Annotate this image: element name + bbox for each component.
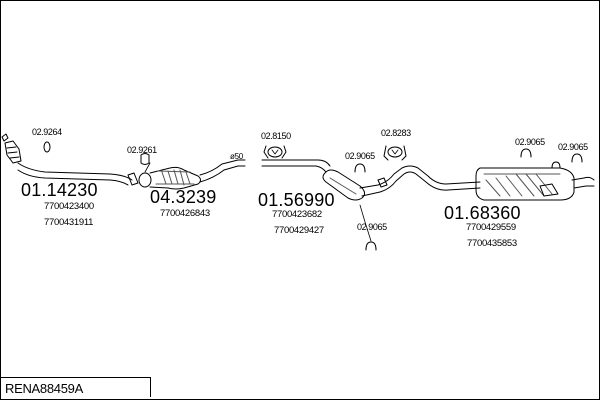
part-number-catalyst: 04.3239 [150, 187, 217, 207]
fitting-label: 02.8283 [381, 128, 411, 138]
fitting-label: 02.8150 [261, 131, 291, 141]
part-number-middle-section: 01.56990 [258, 190, 335, 210]
reference-number: 7700429427 [274, 225, 324, 236]
fitting-label: 02.9065 [515, 137, 545, 147]
reference-number: 7700423682 [272, 209, 322, 220]
reference-number: 7700431911 [44, 217, 94, 228]
clamp-icon [571, 153, 583, 163]
fitting-label: 02.9065 [558, 142, 588, 152]
mounting-bracket-icon [383, 145, 407, 161]
gasket-ring-icon [43, 141, 51, 153]
fitting-label: 02.9264 [32, 127, 62, 137]
middle-section-drawing [261, 159, 481, 201]
clamp-icon [520, 148, 532, 158]
title-box: RENA88459A [1, 377, 151, 397]
gasket-icon [140, 153, 150, 165]
diagram-title: RENA88459A [5, 381, 83, 396]
rubber-mount-icon [263, 145, 287, 159]
clamp-icon [365, 241, 377, 251]
front-pipe-drawing [1, 133, 139, 186]
clamp-icon [354, 163, 366, 173]
reference-number: 7700429559 [466, 222, 516, 233]
rear-silencer-drawing [475, 167, 595, 201]
reference-number: 7700423400 [44, 201, 94, 212]
part-number-rear-silencer: 01.68360 [444, 203, 521, 223]
catalytic-converter-drawing [138, 159, 246, 190]
reference-number: 7700426843 [160, 208, 210, 219]
fitting-label: 02.9261 [127, 145, 157, 155]
pipe-diameter-label: ø50 [230, 152, 243, 161]
fitting-label: 02.9065 [345, 151, 375, 161]
reference-number: 7700435853 [467, 238, 517, 249]
fitting-label: 02.9065 [357, 222, 387, 232]
part-number-front-pipe: 01.14230 [21, 180, 98, 200]
clamp-icon [551, 161, 561, 169]
